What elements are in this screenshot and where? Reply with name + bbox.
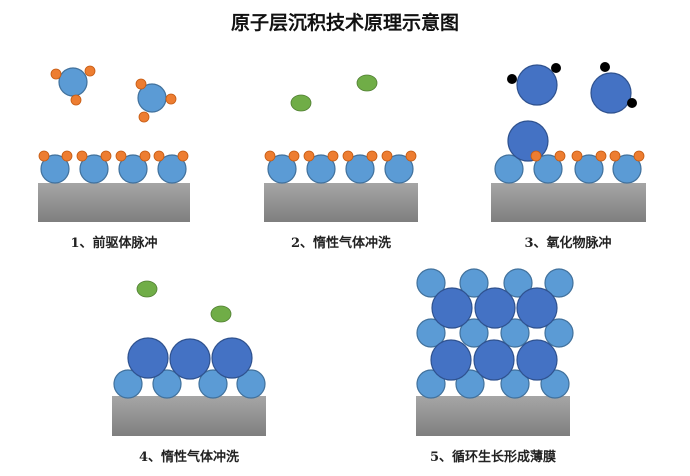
substrate [416,396,570,436]
substrate [38,183,190,222]
panel-cyclic-growth [416,268,574,436]
surface-atoms [38,150,189,184]
panel-precursor-pulse [38,65,190,222]
step-label-5: 5、循环生长形成薄膜 [429,450,557,465]
inert-gas-molecule [356,74,378,92]
step-label-1: 1、前驱体脉冲 [70,236,158,251]
step-label-3: 3、氧化物脉冲 [524,236,612,251]
panel-inert-purge-2 [112,280,266,436]
panel-oxidant-pulse [491,62,646,222]
diagram-title: 原子层沉积技术原理示意图 [230,12,460,34]
substrate [491,183,646,222]
precursor-molecules [50,65,177,123]
substrate [112,396,266,436]
step-label-4: 4、惰性气体冲洗 [138,450,240,465]
substrate [264,183,418,222]
panel-inert-purge-1 [264,74,418,222]
inert-gas-molecule [290,94,312,112]
step-label-2: 2、惰性气体冲洗 [290,236,392,251]
